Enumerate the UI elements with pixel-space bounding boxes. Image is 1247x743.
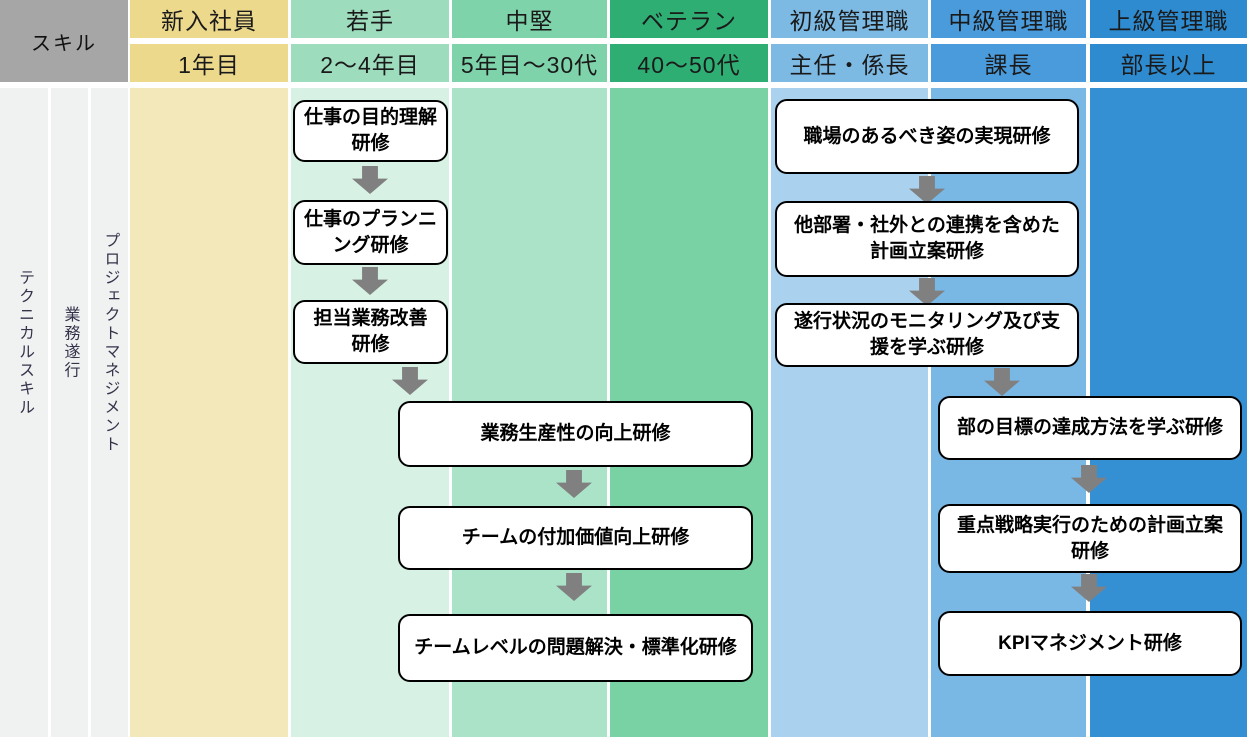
column-header-label: 上級管理職 [1108, 8, 1229, 34]
training-box-cross-dept-planning: 他部署・社外との連携を含めた 計画立案研修 [775, 201, 1079, 277]
training-box-label: 仕事の目的理解 研修 [303, 107, 437, 154]
training-box-label: 部の目標の達成方法を学ぶ研修 [956, 417, 1223, 439]
skill-category-label: テクニカルスキル [16, 268, 33, 417]
column-header-label: ベテラン [641, 8, 737, 34]
training-box-label: 他部署・社外との連携を含めた 計画立案研修 [794, 215, 1060, 262]
column-header-label: 新入社員 [161, 8, 257, 34]
column-band-junior-manager [771, 88, 928, 737]
column-header-veteran: ベテラン [610, 0, 768, 38]
column-header-senior-manager: 上級管理職 [1090, 0, 1247, 38]
column-header-midlevel: 中堅 [452, 0, 607, 38]
training-box-work-planning: 仕事のプランニ ング研修 [293, 200, 448, 265]
training-box-kpi-management: KPIマネジメント研修 [938, 611, 1242, 676]
training-box-task-improvement: 担当業務改善 研修 [293, 300, 448, 364]
training-box-team-problem-solving: チームレベルの問題解決・標準化研修 [398, 614, 753, 682]
training-box-label: 業務生産性の向上研修 [480, 423, 671, 445]
column-subheader-junior-manager: 主任・係長 [771, 44, 928, 82]
skill-category-label: 業務遂行 [61, 305, 79, 380]
training-box-work-purpose: 仕事の目的理解 研修 [293, 100, 448, 162]
training-box-ideal-workplace: 職場のあるべき姿の実現研修 [775, 99, 1079, 174]
column-header-junior-manager: 初級管理職 [771, 0, 928, 38]
skill-header-label: スキル [31, 32, 97, 55]
training-box-label: 担当業務改善 研修 [313, 308, 428, 355]
skill-header-cell: スキル [0, 0, 128, 82]
skill-category-label: プロジェクトマネジメント [101, 231, 119, 454]
column-header-label: 中堅 [505, 8, 554, 34]
column-subheader-label: 40〜50代 [637, 52, 741, 78]
training-box-label: 仕事のプランニ ング研修 [303, 208, 437, 256]
column-subheader-middle-manager: 課長 [931, 44, 1086, 82]
column-subheader-label: 主任・係長 [789, 52, 910, 78]
skill-category-project-management: プロジェクトマネジメント [91, 88, 128, 737]
column-subheader-label: 2〜4年目 [320, 52, 420, 78]
column-header-label: 若手 [346, 8, 394, 34]
training-box-strategic-planning: 重点戦略実行のための計画立案 研修 [938, 504, 1242, 573]
training-box-label: 遂行状況のモニタリング及び支 援を学ぶ研修 [793, 311, 1060, 358]
training-box-team-added-value: チームの付加価値向上研修 [398, 506, 753, 570]
training-box-label: 重点戦略実行のための計画立案 研修 [956, 514, 1223, 562]
column-header-young: 若手 [291, 0, 449, 38]
training-box-label: KPIマネジメント研修 [998, 632, 1182, 654]
column-header-label: 初級管理職 [789, 8, 910, 34]
training-box-label: チームレベルの問題解決・標準化研修 [414, 637, 737, 659]
training-box-monitoring-support: 遂行状況のモニタリング及び支 援を学ぶ研修 [775, 303, 1079, 367]
column-subheader-senior-manager: 部長以上 [1090, 44, 1247, 82]
column-band-newcomer [130, 88, 288, 737]
column-subheader-newcomer: 1年目 [130, 44, 288, 82]
column-subheader-label: 5年目〜30代 [460, 52, 599, 78]
column-subheader-young: 2〜4年目 [291, 44, 449, 82]
column-subheader-label: 課長 [984, 52, 1033, 78]
column-header-middle-manager: 中級管理職 [931, 0, 1086, 38]
column-header-label: 中級管理職 [948, 8, 1069, 34]
training-box-productivity: 業務生産性の向上研修 [398, 401, 753, 467]
column-subheader-veteran: 40〜50代 [610, 44, 768, 82]
skill-category-task-execution: 業務遂行 [51, 88, 88, 737]
column-header-newcomer: 新入社員 [130, 0, 288, 38]
column-subheader-midlevel: 5年目〜30代 [452, 44, 607, 82]
training-box-label: 職場のあるべき姿の実現研修 [803, 125, 1051, 147]
training-box-department-goals: 部の目標の達成方法を学ぶ研修 [938, 396, 1242, 460]
training-box-label: チームの付加価値向上研修 [461, 527, 690, 549]
skill-category-technical-skill: テクニカルスキル [0, 88, 48, 737]
column-subheader-label: 部長以上 [1120, 52, 1217, 78]
column-subheader-label: 1年目 [178, 52, 240, 78]
